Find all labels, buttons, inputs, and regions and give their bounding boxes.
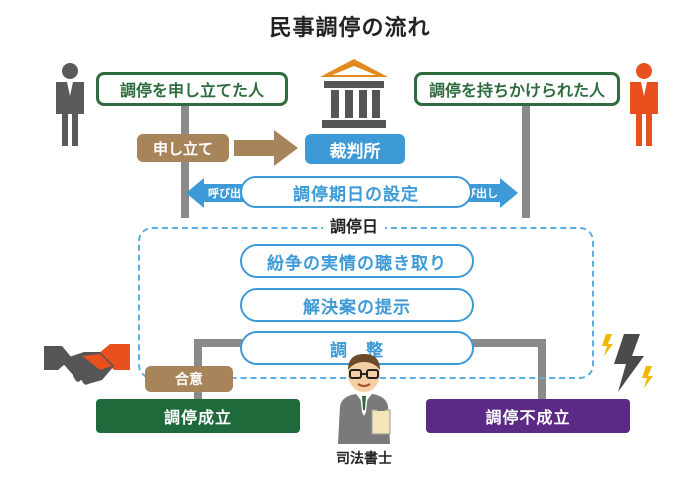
scrivener-person-icon	[338, 354, 391, 444]
respondent-line	[522, 103, 530, 218]
step-proposal: 解決案の提示	[240, 288, 474, 322]
handshake-icon	[44, 344, 130, 385]
applicant-person-icon	[56, 63, 84, 146]
step-hearing: 紛争の実情の聴き取り	[240, 244, 474, 278]
respondent-box: 調停を持ちかけられた人	[414, 72, 620, 106]
agreement-label: 合意	[145, 366, 233, 392]
schedule-box: 調停期日の設定	[240, 176, 472, 208]
lightning-icon	[602, 334, 653, 392]
success-box: 調停成立	[96, 399, 300, 433]
left-branch-horizontal	[194, 339, 242, 347]
court-label: 裁判所	[305, 134, 405, 164]
right-branch-horizontal	[470, 339, 546, 347]
courthouse-icon	[320, 59, 388, 128]
scrivener-label: 司法書士	[336, 451, 392, 467]
mediation-day-label: 調停日	[323, 213, 385, 237]
filing-label: 申し立て	[137, 134, 229, 162]
filing-arrow	[234, 130, 298, 166]
applicant-box: 調停を申し立てた人	[96, 72, 288, 106]
failure-box: 調停不成立	[426, 399, 630, 433]
respondent-person-icon	[630, 63, 658, 146]
right-branch-vertical	[538, 339, 546, 403]
page-title: 民事調停の流れ	[269, 16, 431, 41]
